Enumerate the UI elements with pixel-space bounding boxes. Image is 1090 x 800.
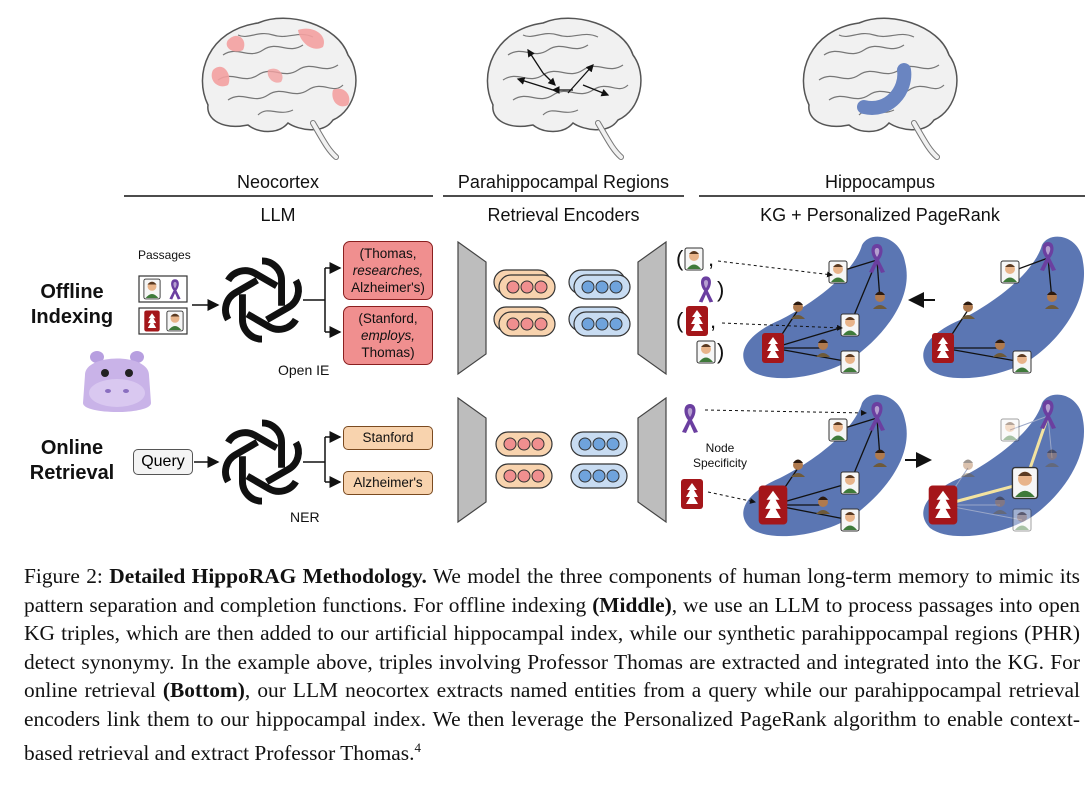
query-box: Query — [133, 449, 193, 475]
triple-1-object: Alzheimer's) — [351, 280, 425, 295]
kg-graph-online-result — [923, 394, 1085, 537]
openie-branch — [303, 262, 342, 338]
purple-ribbon-icon — [682, 404, 698, 433]
triple-box-2: (Stanford, employs, Thomas) — [343, 306, 433, 365]
node-specificity-label: Node Specificity — [693, 441, 747, 471]
node-specificity-line2: Specificity — [693, 456, 748, 470]
caption-middle: (Middle) — [592, 592, 672, 617]
embedding-vector-icon — [495, 431, 628, 489]
section-hippo-sub: KG + Personalized PageRank — [760, 205, 1000, 225]
kg-graph-offline-original — [923, 236, 1085, 379]
hippocampus-brain-icon — [803, 18, 956, 157]
svg-text:,: , — [710, 308, 716, 333]
neocortex-brain-icon — [202, 18, 355, 157]
triple-1-subject: (Thomas, — [359, 246, 417, 261]
offline-indexing-title: Offline Indexing — [12, 280, 132, 330]
figure-caption: Figure 2: Detailed HippoRAG Methodology.… — [24, 562, 1080, 767]
parahippocampal-brain-icon — [487, 18, 640, 157]
caption-prefix: Figure 2: — [24, 564, 103, 588]
svg-text:,: , — [708, 246, 714, 271]
caption-title: Detailed HippoRAG Methodology. — [109, 564, 427, 588]
entity-box-alzheimers: Alzheimer's — [343, 471, 433, 495]
svg-text:): ) — [717, 339, 724, 364]
svg-text:(: ( — [676, 246, 684, 271]
hippo-mascot-icon — [83, 351, 151, 412]
caption-bottom: (Bottom) — [162, 678, 245, 703]
caption-footnote: 4 — [414, 739, 421, 755]
online-retrieval-title: Online Retrieval — [12, 436, 132, 486]
triple-2-object: Thomas) — [361, 345, 415, 360]
triple-box-1: (Thomas, researches, Alzheimer's) — [343, 241, 433, 300]
svg-text:): ) — [717, 277, 724, 302]
section-neocortex: Neocortex — [236, 172, 320, 192]
passage-2 — [138, 307, 188, 335]
kg-graph-offline-updated — [743, 236, 907, 379]
ner-label: NER — [290, 509, 320, 525]
passages-label: Passages — [138, 248, 191, 262]
embedding-vector-icon — [493, 269, 631, 337]
triple-2-subject: (Stanford, — [358, 311, 418, 326]
encoder-trapezoid-icon — [457, 396, 487, 524]
link-arrow — [721, 322, 843, 331]
passage-1 — [138, 275, 188, 303]
encoder-trapezoid-icon — [457, 240, 487, 376]
entity-box-stanford: Stanford — [343, 426, 433, 450]
section-hippo: Hippocampus — [824, 172, 936, 192]
link-arrow — [717, 260, 833, 278]
caption-part-3: , our LLM neocortex extracts named entit… — [24, 678, 1080, 765]
stanford-logo-icon — [681, 479, 703, 509]
openai-logo-icon — [218, 423, 305, 501]
triple-2-relation: employs, — [360, 328, 416, 343]
section-phr-sub: Retrieval Encoders — [487, 205, 640, 225]
caption-part-1: We model the three components of human l… — [24, 564, 1080, 617]
offline-line2: Indexing — [30, 306, 114, 328]
link-arrow — [707, 491, 756, 504]
openai-logo-icon — [218, 261, 305, 339]
caption-part-2: , we use an LLM to process passages into… — [24, 592, 1080, 703]
open-ie-label: Open IE — [278, 362, 330, 378]
online-line2: Retrieval — [29, 462, 115, 484]
offline-line1: Offline — [40, 281, 104, 303]
encoder-trapezoid-icon — [637, 396, 667, 524]
offline-entities: ( , ) ( , ) — [676, 246, 724, 364]
node-specificity-line1: Node — [705, 441, 735, 455]
link-arrow — [704, 409, 867, 416]
svg-text:(: ( — [676, 308, 684, 333]
methodology-figure: ( , ) ( , ) — [83, 0, 1085, 537]
section-phr: Parahippocampal Regions — [457, 172, 670, 192]
ner-branch — [303, 431, 342, 488]
section-neocortex-sub: LLM — [260, 205, 296, 225]
encoder-trapezoid-icon — [637, 240, 667, 376]
kg-graph-online-query — [743, 394, 907, 537]
triple-1-relation: researches, — [352, 263, 424, 278]
online-line1: Online — [40, 437, 104, 459]
